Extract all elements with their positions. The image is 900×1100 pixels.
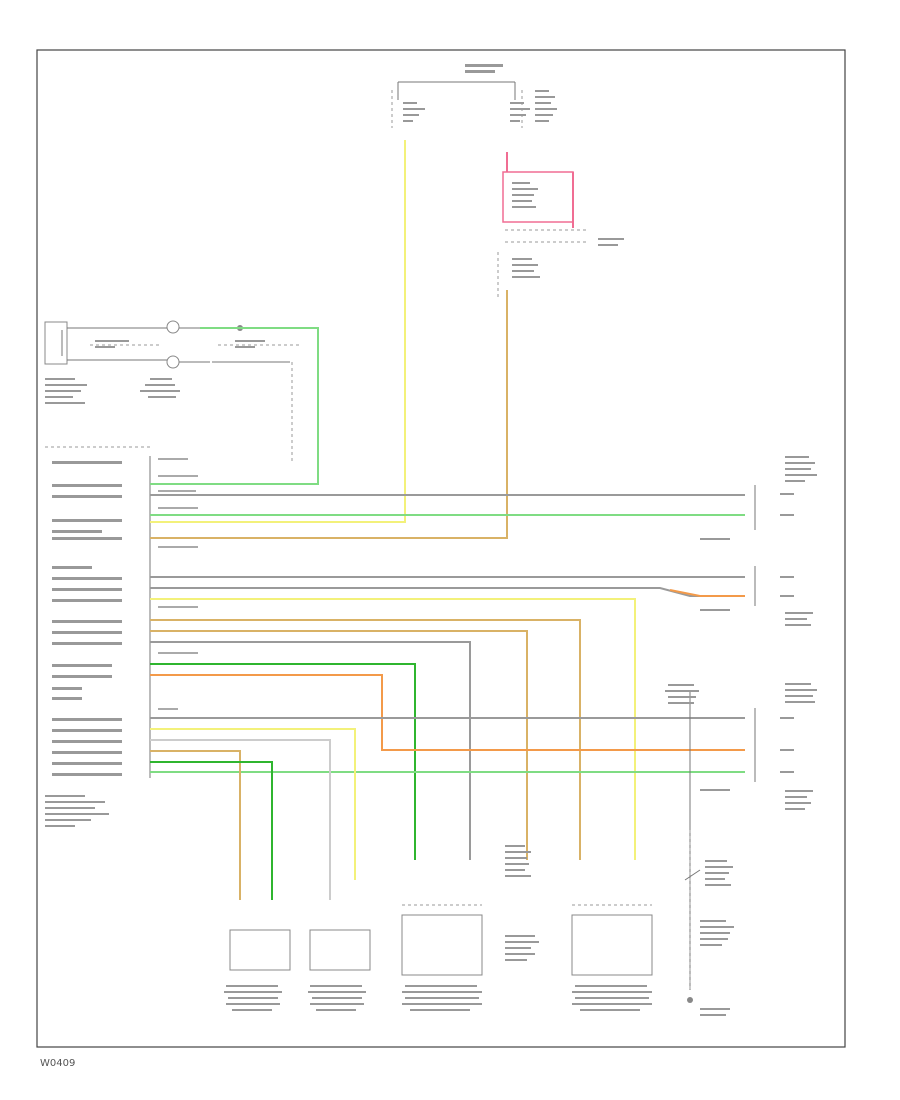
diagram-frame	[36, 49, 846, 1048]
bottom-components	[224, 684, 734, 1016]
wire-yellow-main	[150, 140, 406, 523]
fuse-block	[391, 64, 557, 128]
right-connectors	[700, 456, 817, 810]
main-module-connector	[45, 446, 198, 827]
wire-orange	[150, 674, 745, 751]
sensor-module-pink	[502, 171, 574, 223]
left-sensor-group	[44, 320, 300, 462]
wire-dark-green	[150, 663, 416, 860]
wire-tan-main	[150, 290, 508, 539]
figure-id: W0409	[40, 1058, 75, 1069]
wire-green-top	[150, 327, 319, 485]
